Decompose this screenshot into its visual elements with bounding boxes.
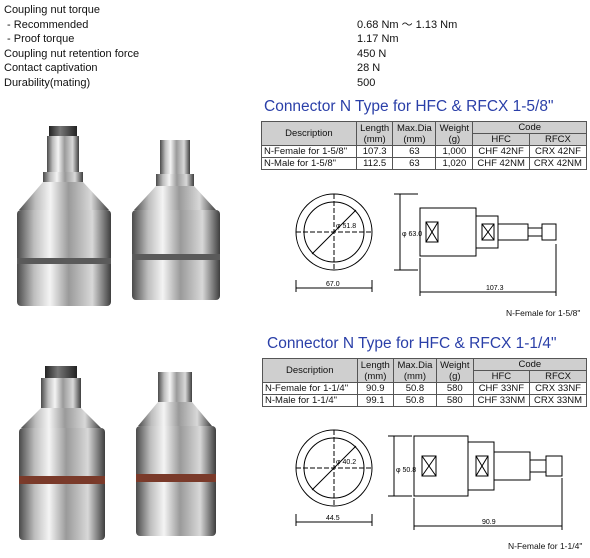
col-header-length: Length(mm) — [355, 121, 394, 146]
spec-row: Coupling nut retention force 450 N — [4, 47, 564, 62]
spec-row: - Recommended 0.68 Nm ～ 1.13 Nm — [4, 18, 564, 33]
col-header-code: Code — [472, 121, 587, 134]
col-header-description: Description — [261, 121, 357, 146]
spec-row: Durability(mating) 500 — [4, 76, 564, 91]
drawing-caption: N-Female for 1-5/8" — [506, 308, 581, 318]
cell-weight: 1,020 — [435, 157, 474, 170]
table-row: N-Male for 1-5/8" 112.5 63 1,020 CHF 42N… — [261, 157, 588, 170]
cell-length: 90.9 — [356, 382, 395, 395]
width-label: 44.5 — [326, 515, 340, 522]
spec-label: Contact captivation — [4, 62, 98, 74]
spec-label: Coupling nut retention force — [4, 47, 140, 60]
section-title: Connector N Type for HFC & RFCX 1-5/8" — [264, 98, 554, 115]
col-header-description: Description — [262, 358, 358, 383]
cell-description: N-Female for 1-5/8" — [261, 145, 357, 158]
cell-length: 112.5 — [355, 157, 394, 170]
col-header-length: Length(mm) — [356, 358, 395, 383]
cell-rfcx: CRX 42NM — [528, 157, 588, 170]
col-header-maxdia: Max.Dia(mm) — [393, 358, 437, 383]
connector-photo-male — [19, 366, 105, 540]
length-label: 107.3 — [486, 285, 504, 292]
cell-maxdia: 50.8 — [393, 382, 437, 395]
length-label: 90.9 — [482, 519, 496, 526]
col-header-hfc: HFC — [472, 133, 530, 146]
col-header-weight: Weight(g) — [435, 358, 474, 383]
spec-label: - Recommended — [4, 18, 89, 31]
table-row: N-Female for 1-5/8" 107.3 63 1,000 CHF 4… — [261, 145, 588, 158]
cell-length: 107.3 — [355, 145, 394, 158]
cell-length: 99.1 — [356, 394, 395, 407]
spec-value: 28 N — [357, 62, 381, 74]
cell-maxdia: 50.8 — [393, 394, 437, 407]
spec-value: 0.68 Nm ～ 1.13 Nm — [357, 18, 458, 31]
col-header-code: Code — [472, 358, 588, 371]
cell-maxdia: 63 — [392, 145, 437, 158]
spec-value: 450 N — [357, 47, 387, 60]
spec-value: 500 — [357, 76, 376, 89]
connector-photo-female — [136, 372, 216, 536]
inner-dia-label: φ 40.2 — [336, 459, 356, 466]
technical-drawing: φ 40.2 φ 50.8 44.5 90.9 — [295, 429, 563, 530]
spec-row: Coupling nut torque — [4, 3, 564, 18]
cell-hfc: CHF 42NM — [472, 157, 530, 170]
cell-maxdia: 63 — [392, 157, 437, 170]
table-row: N-Female for 1-1/4" 90.9 50.8 580 CHF 33… — [262, 382, 587, 395]
cell-description: N-Female for 1-1/4" — [262, 382, 358, 395]
cell-hfc: CHF 33NM — [472, 394, 531, 407]
cell-weight: 580 — [435, 394, 474, 407]
cell-rfcx: CRX 42NF — [528, 145, 588, 158]
table-row: N-Male for 1-1/4" 99.1 50.8 580 CHF 33NM… — [262, 394, 587, 407]
cell-description: N-Male for 1-1/4" — [262, 394, 358, 407]
outer-dia-label: φ 63.0 — [402, 231, 422, 238]
inner-dia-label: φ 51.8 — [336, 223, 356, 230]
spec-label: - Proof torque — [4, 33, 75, 45]
spec-value: 1.17 Nm — [357, 33, 399, 45]
col-header-maxdia: Max.Dia(mm) — [392, 121, 437, 146]
col-header-rfcx: RFCX — [528, 133, 588, 146]
spec-row: - Proof torque 1.17 Nm — [4, 32, 564, 47]
cell-rfcx: CRX 33NF — [529, 382, 587, 395]
cell-rfcx: CRX 33NM — [529, 394, 587, 407]
cell-weight: 1,000 — [435, 145, 474, 158]
width-label: 67.0 — [326, 281, 340, 288]
cell-hfc: CHF 33NF — [472, 382, 531, 395]
cell-weight: 580 — [435, 382, 474, 395]
spec-list: Coupling nut torque - Recommended 0.68 Nm… — [4, 3, 564, 90]
technical-drawing: φ 51.8 φ 63.0 67.0 107.3 — [295, 193, 557, 296]
connector-photo-female — [132, 140, 220, 300]
col-header-weight: Weight(g) — [435, 121, 474, 146]
cell-hfc: CHF 42NF — [472, 145, 530, 158]
spec-row: Contact captivation 28 N — [4, 61, 564, 76]
section-title: Connector N Type for HFC & RFCX 1-1/4" — [267, 335, 557, 352]
col-header-rfcx: RFCX — [529, 370, 587, 383]
drawing-caption: N-Female for 1-1/4" — [508, 541, 583, 551]
col-header-hfc: HFC — [472, 370, 531, 383]
spec-label: Durability(mating) — [4, 76, 91, 89]
spec-label: Coupling nut torque — [4, 4, 101, 16]
spec-table: Description Length(mm) Max.Dia(mm) Weigh… — [262, 358, 588, 407]
connector-photo-male — [17, 126, 111, 306]
spec-table: Description Length(mm) Max.Dia(mm) Weigh… — [261, 121, 588, 170]
cell-description: N-Male for 1-5/8" — [261, 157, 357, 170]
outer-dia-label: φ 50.8 — [396, 467, 416, 474]
